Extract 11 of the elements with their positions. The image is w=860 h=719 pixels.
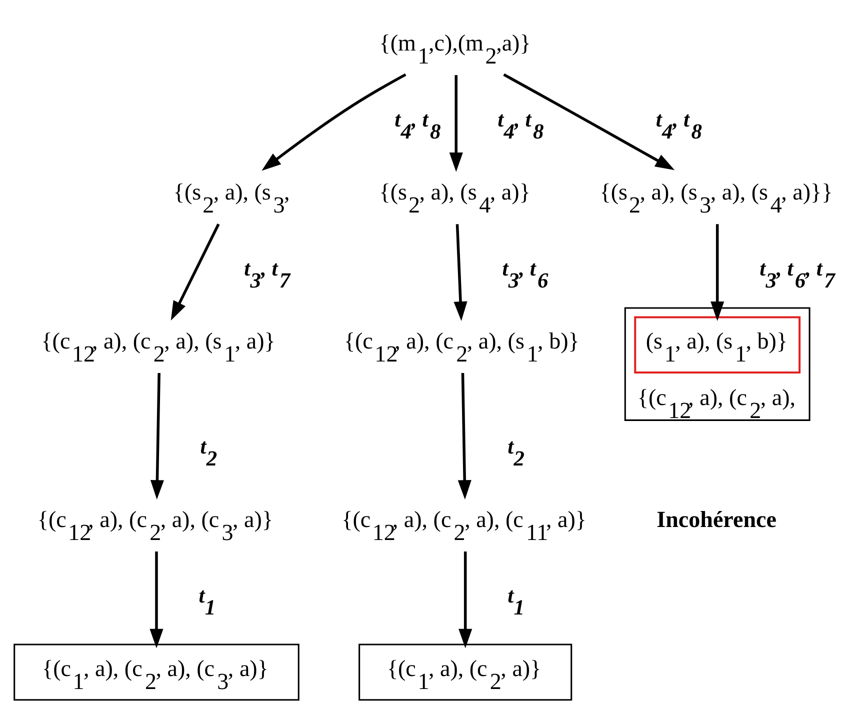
arrow: [150, 373, 164, 500]
label: Incohérence: [656, 506, 776, 532]
arrow: [449, 75, 463, 172]
arrow: [262, 73, 406, 171]
arrow: [458, 373, 472, 500]
arrow: [503, 73, 675, 170]
arrow: [170, 224, 220, 321]
arrow: [454, 224, 468, 321]
arrow: [710, 224, 724, 321]
arrow: [150, 551, 164, 648]
arrow: [458, 551, 472, 648]
